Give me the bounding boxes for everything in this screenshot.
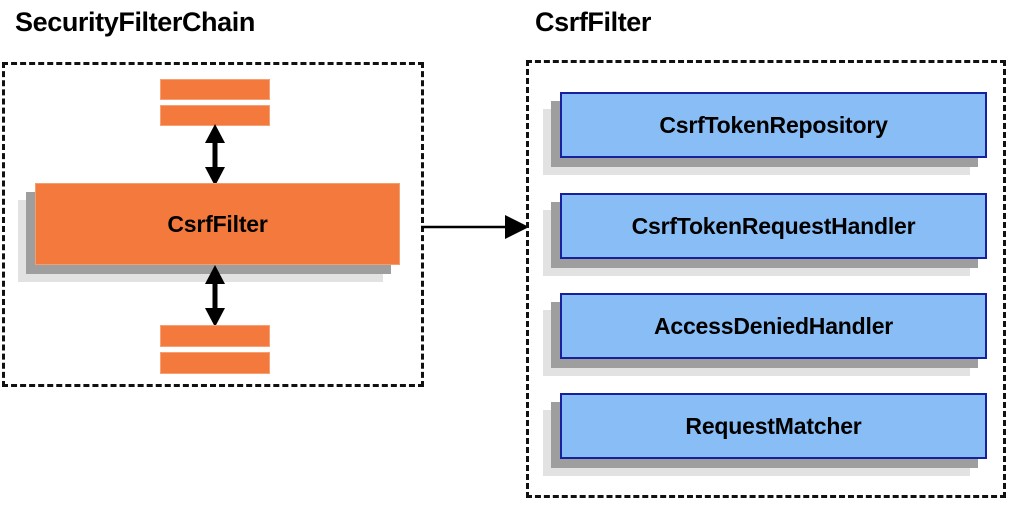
node-label: CsrfTokenRequestHandler: [560, 193, 987, 259]
filter-stub-bottom-1: [160, 325, 270, 347]
node-label: AccessDeniedHandler: [560, 293, 987, 359]
node-csrf-token-request-handler[interactable]: CsrfTokenRequestHandler: [543, 193, 987, 276]
filter-stub-top-2: [160, 105, 270, 126]
security-filter-chain-container: [2, 62, 424, 387]
node-label: RequestMatcher: [560, 393, 987, 459]
filter-stub-bottom-2: [160, 352, 270, 374]
node-csrf-filter-label: CsrfFilter: [35, 183, 400, 265]
csrffilter-expansion-arrow: [421, 215, 529, 239]
node-request-matcher[interactable]: RequestMatcher: [543, 393, 987, 476]
node-access-denied-handler[interactable]: AccessDeniedHandler: [543, 293, 987, 376]
page-title-csrf-filter: CsrfFilter: [535, 7, 652, 37]
double-arrow-lower: [205, 265, 225, 327]
page-title-security-filter-chain: SecurityFilterChain: [15, 7, 255, 37]
csrf-filter-collaborators-container: [526, 60, 1006, 498]
double-arrow-upper: [205, 124, 225, 186]
node-label: CsrfTokenRepository: [560, 92, 987, 158]
node-csrf-filter[interactable]: CsrfFilter: [18, 183, 400, 282]
filter-stub-top-1: [160, 79, 270, 100]
node-csrf-token-repository[interactable]: CsrfTokenRepository: [543, 92, 987, 175]
